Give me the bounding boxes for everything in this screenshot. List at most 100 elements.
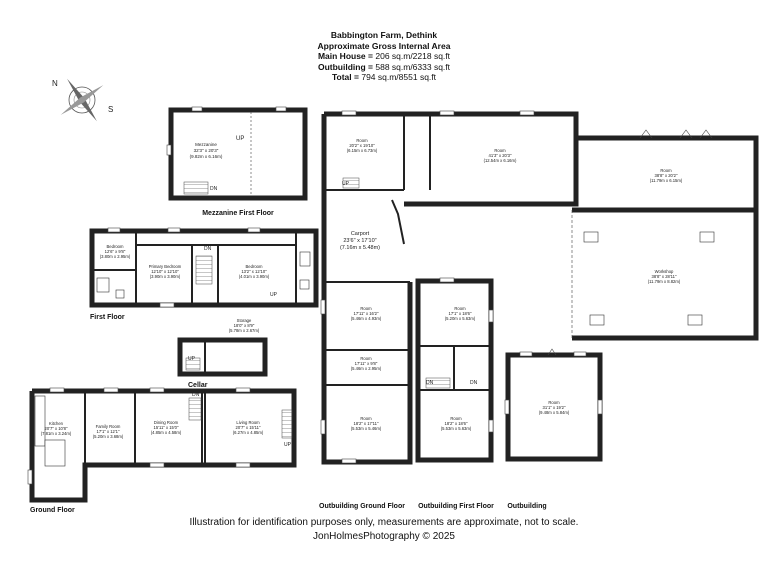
main-house-area: Main House = 206 sq.m/2218 sq.ft (317, 51, 451, 61)
ground-floor-label: Ground Floor (30, 507, 75, 514)
outbuilding-area: Outbuilding = 588 sq.m/6333 sq.ft (317, 61, 451, 72)
ground-floor-plan: DN UP Kitchen 20'7" x 10'8" (7.81m x 3.2… (27, 387, 297, 514)
credit: JonHolmesPhotography © 2025 (313, 531, 455, 542)
og-room5-name: Room (360, 356, 372, 361)
outbuilding-label: Outbuilding (507, 503, 546, 510)
total-area: Total = 794 sq.m/8551 sq.ft (331, 72, 437, 82)
compass-north: N (52, 79, 58, 88)
property-name: Babbington Farm, Dethink (330, 30, 438, 40)
mezzanine-floor-label: Mezzanine First Floor (202, 210, 274, 217)
og-room4-name: Room (360, 306, 372, 311)
living-metric: (6.27m x 4.85m) (233, 430, 264, 435)
ground-dn: DN (192, 392, 200, 398)
mezzanine-name: Mezzanine (195, 142, 217, 147)
carport-name: Carport (351, 231, 370, 237)
fb1-dims: 12'6" x 9'8" (105, 249, 126, 254)
toilet-icon (299, 279, 310, 290)
of-room2-metric: (5.53m x 5.63m) (441, 426, 472, 431)
fb2-name: Bedroom (246, 264, 264, 269)
og-room4-dims: 17'11" x 16'2" (354, 311, 379, 316)
of-dn-right: DN (470, 380, 478, 386)
toilet-icon (115, 289, 125, 299)
mezzanine-plan: UP DN Mezzanine 32'3" x 20'3" (9.82m x 6… (166, 106, 308, 217)
family-dims: 17'1" x 12'1" (97, 429, 120, 434)
cellar-plan: UP Storage 18'0" x 8'9" (5.78m x 2.67m) … (177, 318, 268, 389)
og-room6-dims: 18'2" x 17'11" (354, 421, 379, 426)
og-room1-metric: (6.15m x 6.73m) (347, 148, 378, 153)
primary-name: Primary Bedroom (149, 264, 182, 269)
mezzanine-dims: 32'3" x 20'3" (194, 148, 219, 153)
compass-south: S (108, 105, 113, 114)
stair-icon (188, 397, 202, 421)
first-floor-label: First Floor (90, 314, 125, 321)
dining-name: Dining Room (154, 420, 179, 425)
first-up: UP (270, 292, 278, 298)
cellar-floor-label: Cellar (188, 382, 208, 389)
storage-dims: 18'0" x 8'9" (234, 323, 255, 328)
family-metric: (5.20m x 3.68m) (93, 434, 124, 439)
og-room3-metric: (11.79m x 6.15m) (650, 178, 683, 183)
mezzanine-dn: DN (210, 186, 218, 192)
mezzanine-up: UP (236, 136, 244, 142)
og-room3-name: Room (660, 168, 672, 173)
kitchen-metric: (7.81m x 3.24m) (41, 431, 72, 436)
stair-icon (342, 177, 360, 189)
dining-metric: (4.85m x 4.58m) (151, 430, 182, 435)
bath-icon (96, 277, 110, 293)
shower-icon (299, 251, 311, 267)
workshop-metric: (11.79m x 8.82m) (648, 279, 681, 284)
storage-name: Storage (237, 318, 252, 323)
family-name: Family Room (96, 424, 121, 429)
storage-metric: (5.78m x 2.67m) (229, 328, 260, 333)
og-room1-dims: 20'2" x 19'10" (349, 143, 375, 148)
first-floor-plan: DN UP Bedroom 12'6" x 9'8" (3.80m x 2.95… (89, 227, 319, 321)
ob-room-dims: 31'1" x 19'2" (543, 405, 566, 410)
mezzanine-metric: (9.82m x 6.16m) (190, 154, 223, 159)
primary-metric: (3.90m x 3.90m) (150, 274, 181, 279)
outbuilding-plan: Room 31'1" x 19'2" (9.48m x 5.84m) Outbu… (504, 348, 603, 510)
outbuilding-first-label: Outbuilding First Floor (418, 503, 494, 510)
stair-icon (185, 357, 201, 371)
stair-icon (425, 377, 451, 389)
kitchen-dims: 20'7" x 10'8" (45, 426, 68, 431)
cellar-up: UP (188, 356, 196, 362)
ground-up: UP (284, 442, 292, 448)
header: Babbington Farm, Dethink Approximate Gro… (250, 30, 518, 83)
og-room2-name: Room (494, 148, 506, 153)
outbuilding-ground-label: Outbuilding Ground Floor (319, 503, 405, 510)
of-room1-metric: (5.20m x 5.63m) (445, 316, 476, 321)
og-room5-metric: (5.46m x 2.95m) (351, 366, 382, 371)
outbuilding-first-plan: DN DN Room 17'1" x 18'6" (5.20m x 5.63m)… (415, 277, 494, 510)
of-room2-dims: 18'2" x 18'6" (445, 421, 468, 426)
primary-dims: 12'10" x 12'10" (151, 269, 179, 274)
outbuilding-ground-plan: UP Room 20'2" x 19'10" (6.15m x 6.73m) R… (319, 110, 759, 510)
first-dn: DN (204, 246, 212, 252)
stair-icon (183, 181, 209, 195)
og-room2-dims: 41'3" x 20'3" (489, 153, 512, 158)
fb1-metric: (3.80m x 2.95m) (100, 254, 131, 259)
disclaimer: Illustration for identification purposes… (189, 517, 579, 528)
compass-icon: N S (52, 78, 113, 122)
kitchen-name: Kitchen (49, 421, 64, 426)
ob-room-metric: (9.48m x 5.84m) (539, 410, 570, 415)
stair-icon (195, 255, 213, 285)
fb2-dims: 13'2" x 12'10" (241, 269, 267, 274)
og-room5-dims: 17'11" x 9'8" (355, 361, 378, 366)
carport-metric: (7.16m x 5.48m) (340, 245, 380, 251)
living-dims: 20'7" x 15'11" (236, 425, 261, 430)
fb1-name: Bedroom (107, 244, 125, 249)
workshop-name: Workshop (655, 269, 674, 274)
living-name: Living Room (236, 420, 260, 425)
og-up: UP (342, 181, 350, 187)
kitchen-counter (34, 395, 46, 447)
fb2-metric: (4.01m x 3.90m) (239, 274, 270, 279)
of-room1-dims: 17'1" x 18'6" (449, 311, 472, 316)
stair-icon (281, 409, 293, 439)
og-room6-name: Room (360, 416, 372, 421)
og-room4-metric: (5.46m x 4.93m) (351, 316, 382, 321)
area-subtitle: Approximate Gross Internal Area (317, 40, 451, 51)
og-room3-dims: 38'8" x 20'2" (655, 173, 678, 178)
of-dn-left: DN (426, 380, 434, 386)
og-room6-metric: (5.53m x 5.46m) (351, 426, 382, 431)
